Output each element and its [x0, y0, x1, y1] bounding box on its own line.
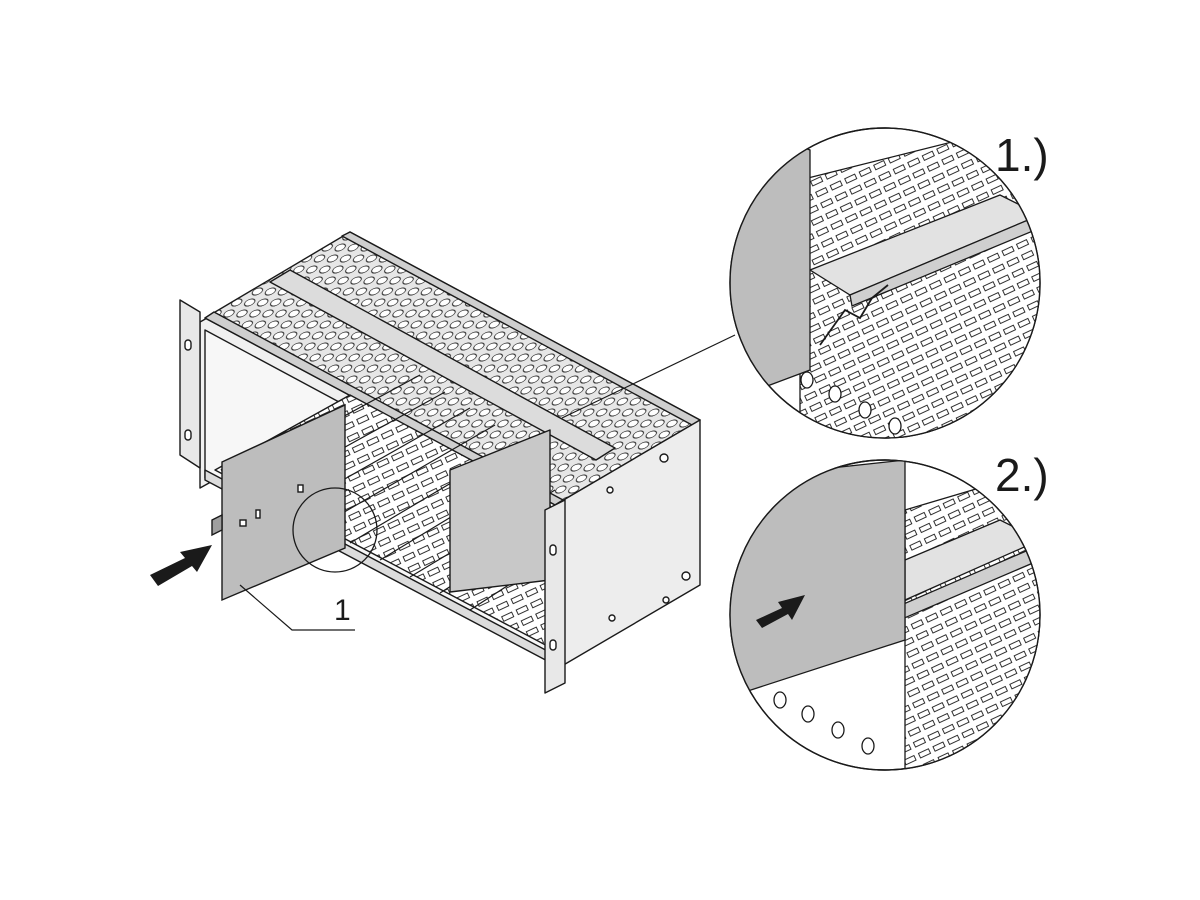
side-wall-hole — [662, 596, 670, 604]
flange-slot — [549, 544, 557, 556]
step-label-1: 1.) — [995, 129, 1049, 181]
step-label-2: 2.) — [995, 449, 1049, 501]
detail-view-1 — [729, 127, 1041, 439]
panel-edge-tab — [211, 513, 223, 537]
detail-view-2 — [729, 459, 1041, 771]
cover-panel-1 — [211, 403, 346, 602]
flange-slot — [549, 639, 557, 651]
hole-row — [800, 371, 902, 435]
guide-rail-teeth — [849, 214, 1040, 307]
flange-slot — [184, 429, 192, 441]
panel-slot — [297, 484, 304, 493]
panel-slot — [255, 509, 261, 519]
guide-rail — [808, 194, 1040, 296]
hole-row — [773, 691, 875, 755]
panel-edge — [730, 128, 811, 401]
arrow-right-icon — [756, 595, 805, 628]
panel-slot — [239, 519, 247, 527]
rail-slot-field — [904, 469, 1040, 770]
part-leader-line — [239, 584, 355, 631]
side-wall-hole — [681, 571, 691, 581]
flange-slot — [184, 339, 192, 351]
top-rail-middle — [269, 269, 616, 461]
panel-edge — [730, 460, 906, 701]
part-number-label: 1 — [334, 594, 351, 627]
arrow-right-icon — [150, 545, 212, 586]
side-wall-hole — [659, 453, 669, 463]
latch-spring-icon — [819, 284, 889, 346]
magnifier-circle — [292, 487, 378, 573]
side-wall-hole — [608, 614, 616, 622]
left-front-flange — [179, 299, 201, 469]
right-front-flange — [544, 499, 566, 694]
side-wall-hole — [606, 486, 614, 494]
detail-leader-line — [561, 334, 736, 419]
